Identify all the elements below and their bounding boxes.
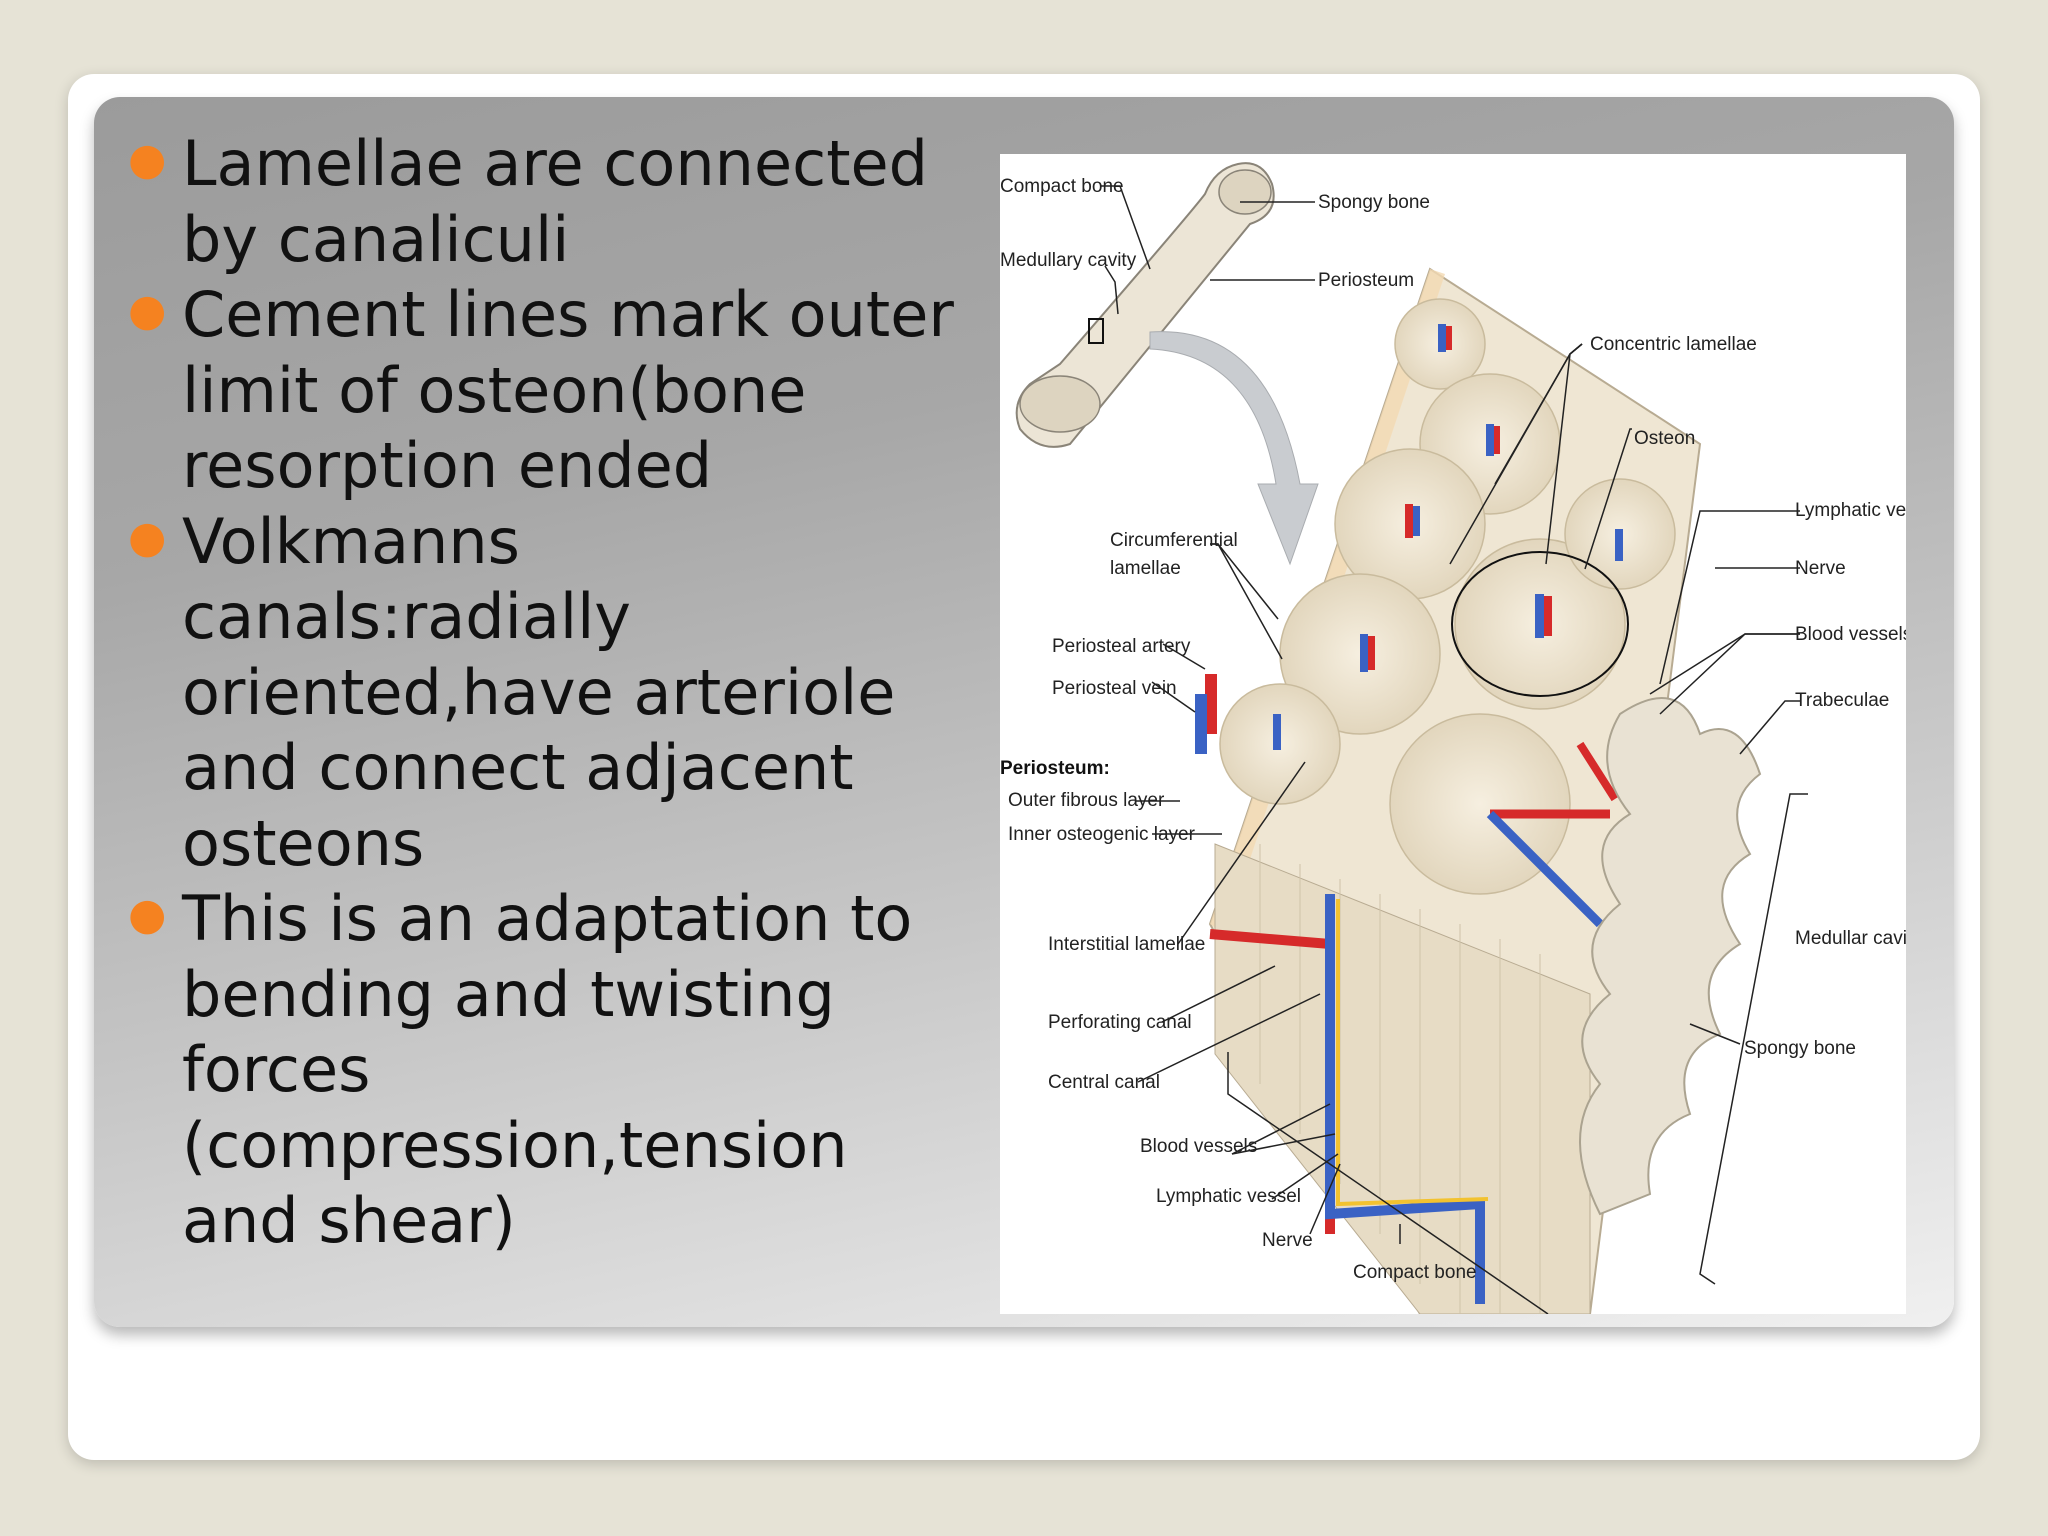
bullet-list: ● Lamellae are connected by canaliculi ● C… [128, 126, 958, 1259]
bone-diagram: Compact bone Medullary cavity Spongy bon… [1000, 154, 1906, 1314]
label-spongy-bone-right: Spongy bone [1744, 1038, 1856, 1059]
label-circumferential: Circumferential [1110, 530, 1238, 551]
bullet-item: ● This is an adaptation to bending and tw… [128, 881, 958, 1259]
label-periosteal-vein: Periosteal vein [1052, 678, 1177, 699]
label-medullar-cavity: Medullar cavity [1795, 928, 1906, 949]
label-blood-vessels: Blood vessels [1795, 624, 1906, 645]
bullet-dot-icon: ● [128, 511, 167, 563]
zoom-arrow [1149, 331, 1319, 566]
label-concentric-lamellae: Concentric lamellae [1590, 334, 1757, 355]
bullet-item: ● Cement lines mark outer limit of osteon… [128, 277, 958, 504]
bullet-text: Cement lines mark outer limit of osteon(… [182, 278, 954, 502]
label-lymphatic-vessel-bottom: Lymphatic vessel [1156, 1186, 1301, 1207]
label-circumferential-lamellae: lamellae [1110, 558, 1181, 579]
bullet-text: This is an adaptation to bending and twi… [182, 882, 913, 1257]
label-periosteum: Periosteum [1318, 270, 1414, 291]
leader-lines [1100, 185, 1808, 1314]
label-medullary-cavity: Medullary cavity [1000, 250, 1137, 271]
label-blood-vessels-bottom: Blood vessels [1140, 1136, 1257, 1157]
bone-diagram-svg: Compact bone Medullary cavity Spongy bon… [1000, 162, 1906, 1314]
bullet-dot-icon: ● [128, 134, 167, 185]
label-central-canal: Central canal [1048, 1072, 1160, 1093]
label-interstitial-lamellae: Interstitial lamellae [1048, 934, 1205, 955]
label-inner-osteogenic-layer: Inner osteogenic layer [1008, 824, 1196, 845]
bullet-text: Volkmanns canals:radially oriented,have … [182, 504, 896, 880]
label-periosteal-artery: Periosteal artery [1052, 636, 1191, 657]
diagram-labels: Compact bone Medullary cavity Spongy bon… [1000, 176, 1906, 1283]
label-nerve-bottom: Nerve [1262, 1230, 1313, 1251]
label-perforating-canal: Perforating canal [1048, 1012, 1192, 1033]
label-osteon: Osteon [1634, 428, 1695, 449]
bullet-item: ● Lamellae are connected by canaliculi [128, 126, 958, 277]
long-bone-illustration [1015, 162, 1275, 448]
label-lymphatic-vessel: Lymphatic vessel [1795, 500, 1906, 521]
label-periosteum-heading: Periosteum: [1000, 758, 1110, 779]
label-trabeculae: Trabeculae [1795, 690, 1889, 711]
spongy-bone [1579, 697, 1762, 1216]
label-nerve: Nerve [1795, 558, 1846, 579]
label-compact-bone: Compact bone [1000, 176, 1124, 197]
bullet-item: ● Volkmanns canals:radially oriented,have… [128, 504, 958, 882]
bullet-text: Lamellae are connected by canaliculi [182, 127, 928, 276]
label-spongy-bone: Spongy bone [1318, 192, 1430, 213]
bullet-dot-icon: ● [128, 285, 167, 336]
label-compact-bone-bottom: Compact bone [1353, 1262, 1477, 1283]
bone-wedge-section [1195, 267, 1702, 1314]
label-outer-fibrous-layer: Outer fibrous layer [1008, 790, 1165, 811]
bullet-dot-icon: ● [128, 889, 167, 940]
